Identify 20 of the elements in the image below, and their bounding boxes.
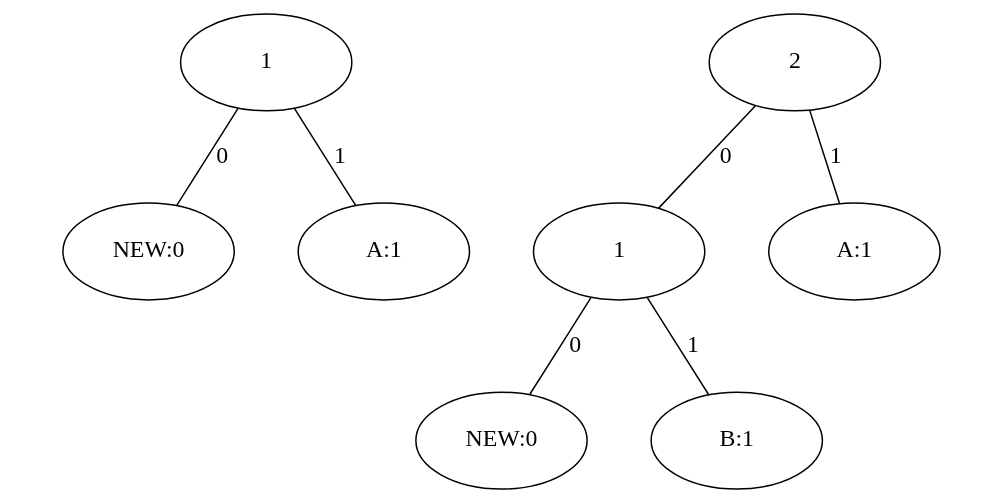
connector bbox=[293, 107, 356, 206]
edge-label: 1 bbox=[829, 141, 842, 168]
node-ellipse: 1 bbox=[179, 13, 353, 112]
connector bbox=[528, 296, 592, 395]
edge-label: 1 bbox=[333, 141, 346, 168]
node-ellipse: NEW:0 bbox=[61, 202, 235, 301]
connector bbox=[808, 109, 840, 205]
connector bbox=[657, 104, 756, 210]
edge-label: 0 bbox=[215, 141, 228, 168]
node-ellipse: A:1 bbox=[767, 202, 941, 301]
node-ellipse: 1 bbox=[532, 202, 705, 301]
node-ellipse: B:1 bbox=[649, 391, 823, 490]
edge-label: 0 bbox=[568, 330, 581, 357]
node-ellipse: NEW:0 bbox=[414, 391, 588, 490]
node-ellipse: 2 bbox=[708, 13, 881, 112]
node-ellipse: A:1 bbox=[297, 202, 470, 301]
edge-label: 0 bbox=[719, 141, 732, 168]
connector bbox=[175, 107, 239, 206]
connector bbox=[646, 296, 709, 395]
edge-label: 1 bbox=[686, 330, 699, 357]
